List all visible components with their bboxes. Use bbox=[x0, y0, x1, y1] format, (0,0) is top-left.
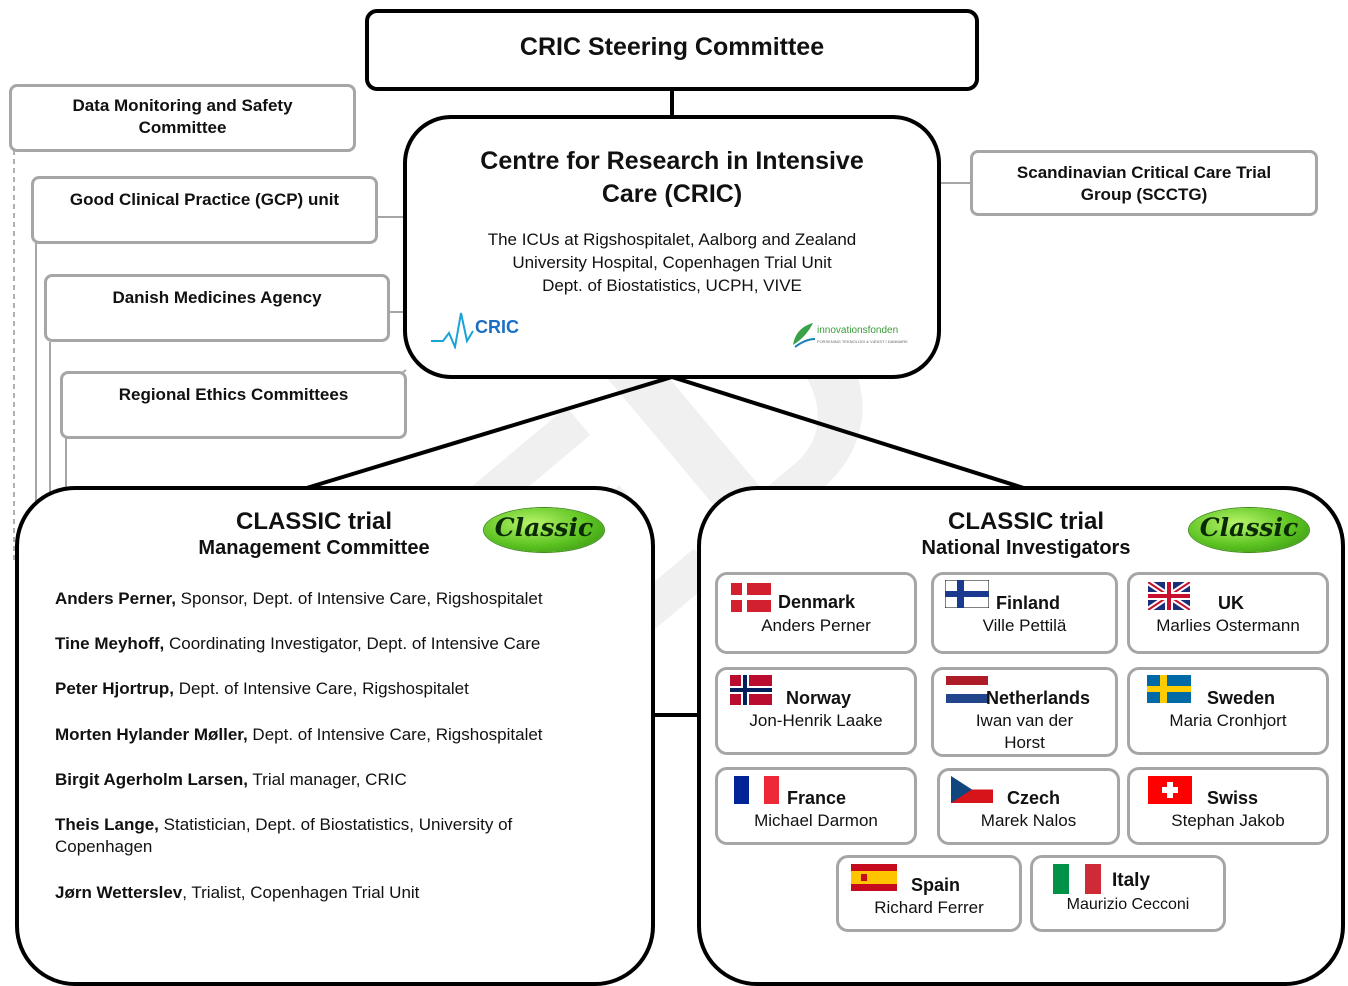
member-name: Anders Perner, bbox=[55, 589, 176, 608]
country-investigator: Ville Pettilä bbox=[982, 616, 1067, 635]
national-title: CLASSIC trial bbox=[947, 508, 1105, 535]
country-investigator: Marlies Ostermann bbox=[1156, 616, 1300, 635]
country-card-denmark: Denmark Anders Perner bbox=[715, 572, 917, 654]
member-item: Peter Hjortrup, Dept. of Intensive Care,… bbox=[55, 678, 469, 700]
country-investigator: Michael Darmon bbox=[754, 811, 878, 830]
sweden-flag-icon bbox=[1147, 675, 1191, 703]
country-card-finland: Finland Ville Pettilä bbox=[931, 572, 1118, 654]
country-name: Norway bbox=[786, 688, 852, 708]
member-role: Dept. of Intensive Care, Rigshospitalet bbox=[174, 679, 469, 698]
finland-flag-icon bbox=[945, 580, 989, 608]
country-investigator: Stephan Jakob bbox=[1171, 811, 1285, 830]
france-flag-icon bbox=[734, 776, 779, 804]
italy-flag-icon bbox=[1053, 864, 1101, 894]
country-name: Finland bbox=[996, 593, 1060, 613]
member-role: Dept. of Intensive Care, Rigshospitalet bbox=[247, 725, 543, 744]
scctg-box: Scandinavian Critical Care Trial Group (… bbox=[970, 150, 1318, 216]
medicines-agency-label: Danish Medicines Agency bbox=[112, 288, 322, 307]
connector-lines bbox=[13, 90, 1031, 717]
steering-committee-title: CRIC Steering Committee bbox=[519, 33, 825, 61]
country-investigator: Maurizio Cecconi bbox=[1066, 896, 1190, 913]
member-role: Statistician, Dept. of Biostatistics, Un… bbox=[55, 815, 513, 856]
country-investigator: Iwan van der Horst bbox=[975, 711, 1074, 752]
country-investigator: Anders Perner bbox=[761, 616, 871, 635]
ethics-committees-box: Regional Ethics Committees bbox=[60, 371, 407, 439]
member-item: Tine Meyhoff, Coordinating Investigator,… bbox=[55, 633, 540, 655]
member-item: Jørn Wetterslev, Trialist, Copenhagen Tr… bbox=[55, 882, 419, 904]
member-role: Sponsor, Dept. of Intensive Care, Rigsho… bbox=[175, 589, 543, 608]
netherlands-flag-icon bbox=[946, 676, 988, 703]
member-name: Theis Lange, bbox=[55, 815, 159, 834]
classic-logo: Classic bbox=[484, 508, 604, 552]
member-role: Coordinating Investigator, Dept. of Inte… bbox=[164, 634, 541, 653]
medicines-agency-box: Danish Medicines Agency bbox=[44, 274, 390, 342]
scctg-label: Scandinavian Critical Care Trial Group (… bbox=[1016, 163, 1272, 204]
member-item: Anders Perner, Sponsor, Dept. of Intensi… bbox=[55, 588, 543, 610]
country-name: Italy bbox=[1112, 870, 1151, 891]
country-card-czech: Czech Marek Nalos bbox=[937, 768, 1120, 845]
member-name: Birgit Agerholm Larsen, bbox=[55, 770, 249, 789]
norway-flag-icon bbox=[730, 675, 772, 705]
country-card-spain: Spain Richard Ferrer bbox=[836, 855, 1022, 932]
country-card-norway: Norway Jon-Henrik Laake bbox=[715, 667, 917, 755]
innovationsfonden-logo: innovationsfonden FORSKNING TEKNOLOGI & … bbox=[789, 319, 919, 353]
member-name: Jørn Wetterslev bbox=[55, 883, 183, 902]
management-committee-panel: CLASSIC trial Management Committee Class… bbox=[15, 486, 655, 986]
member-item: Birgit Agerholm Larsen, Trial manager, C… bbox=[55, 769, 407, 791]
country-name: France bbox=[787, 788, 847, 808]
gcp-box: Good Clinical Practice (GCP) unit bbox=[31, 176, 378, 244]
ethics-committees-label: Regional Ethics Committees bbox=[118, 385, 349, 404]
member-role: Trial manager, CRIC bbox=[248, 770, 407, 789]
country-name: Czech bbox=[1007, 788, 1061, 808]
member-name: Tine Meyhoff, bbox=[55, 634, 165, 653]
country-investigator: Jon-Henrik Laake bbox=[749, 711, 883, 730]
denmark-flag-icon bbox=[731, 583, 771, 612]
country-card-uk: UK Marlies Ostermann bbox=[1127, 572, 1329, 654]
country-name: Spain bbox=[911, 875, 961, 895]
management-title: CLASSIC trial bbox=[235, 508, 393, 535]
steering-committee-box: CRIC Steering Committee bbox=[365, 9, 979, 91]
country-name: Sweden bbox=[1207, 688, 1276, 708]
country-name: Netherlands bbox=[986, 688, 1091, 708]
innovationsfonden-subtext: FORSKNING TEKNOLOGI & VÆKST I DANMARK bbox=[817, 339, 908, 344]
cric-subline-2: University Hospital, Copenhagen Trial Un… bbox=[512, 253, 832, 272]
cric-subline-1: The ICUs at Rigshospitalet, Aalborg and … bbox=[487, 230, 857, 249]
classic-logo: Classic bbox=[1189, 508, 1309, 552]
management-subtitle: Management Committee bbox=[198, 537, 430, 559]
cric-title: Centre for Research in Intensive Care (C… bbox=[480, 147, 864, 208]
country-card-france: France Michael Darmon bbox=[715, 767, 917, 845]
spain-flag-icon bbox=[851, 864, 897, 891]
czech-flag-icon bbox=[951, 776, 993, 803]
cric-logo: CRIC bbox=[429, 309, 539, 351]
gcp-label: Good Clinical Practice (GCP) unit bbox=[69, 190, 340, 209]
country-card-italy: Italy Maurizio Cecconi bbox=[1030, 855, 1226, 932]
member-name: Peter Hjortrup, bbox=[55, 679, 175, 698]
country-investigator: Maria Cronhjort bbox=[1169, 711, 1287, 730]
national-subtitle: National Investigators bbox=[921, 537, 1131, 559]
dmsc-box: Data Monitoring and Safety Committee bbox=[9, 84, 356, 152]
country-card-sweden: Sweden Maria Cronhjort bbox=[1127, 667, 1329, 755]
country-card-swiss: Swiss Stephan Jakob bbox=[1127, 767, 1329, 845]
swiss-flag-icon bbox=[1148, 776, 1192, 804]
country-name: UK bbox=[1218, 593, 1244, 613]
leaf-icon bbox=[793, 323, 816, 348]
country-investigator: Richard Ferrer bbox=[874, 898, 984, 917]
cric-logo-text: CRIC bbox=[475, 317, 519, 337]
country-name: Denmark bbox=[778, 592, 856, 612]
country-investigator: Marek Nalos bbox=[980, 811, 1077, 830]
uk-flag-icon bbox=[1148, 582, 1190, 610]
member-role: , Trialist, Copenhagen Trial Unit bbox=[182, 883, 420, 902]
cric-pulse-icon bbox=[431, 312, 474, 349]
member-name: Morten Hylander Møller, bbox=[55, 725, 248, 744]
cric-centre-box: Centre for Research in Intensive Care (C… bbox=[403, 115, 941, 379]
member-item: Theis Lange, Statistician, Dept. of Bios… bbox=[55, 814, 585, 858]
dmsc-label: Data Monitoring and Safety Committee bbox=[72, 96, 293, 137]
cric-subline-3: Dept. of Biostatistics, UCPH, VIVE bbox=[542, 276, 802, 295]
country-card-netherlands: Netherlands Iwan van der Horst bbox=[931, 667, 1118, 757]
innovationsfonden-text: innovationsfonden bbox=[817, 325, 899, 336]
member-item: Morten Hylander Møller, Dept. of Intensi… bbox=[55, 724, 543, 746]
country-name: Swiss bbox=[1207, 788, 1259, 808]
